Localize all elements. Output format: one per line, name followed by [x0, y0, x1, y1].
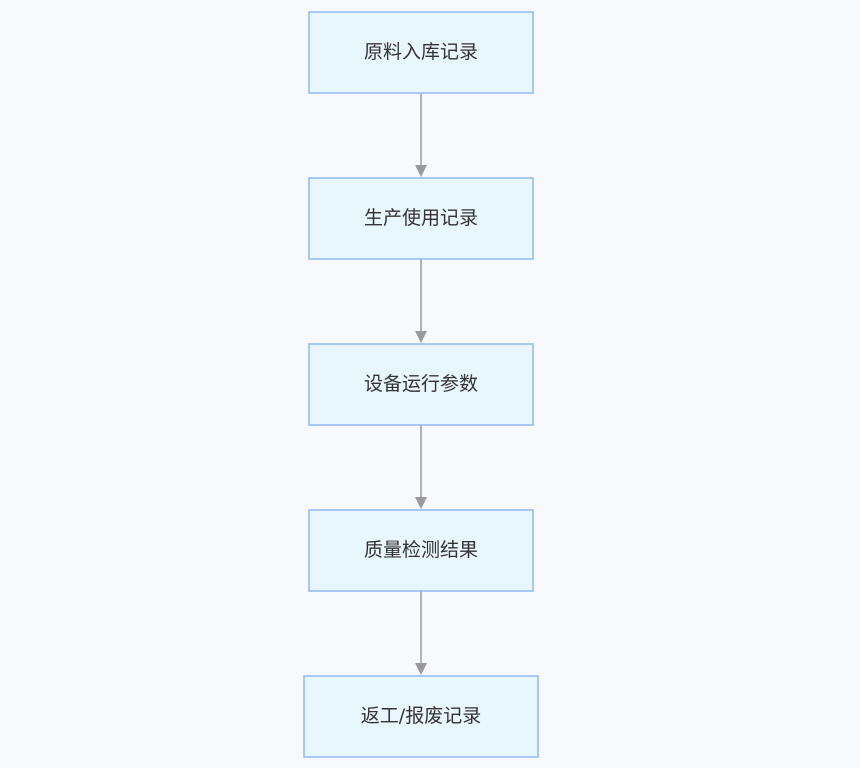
node-production-usage[interactable]: 生产使用记录 [308, 177, 534, 260]
edges [415, 93, 427, 675]
arrowhead-icon [415, 497, 427, 509]
node-label: 设备运行参数 [364, 373, 478, 395]
arrowhead-icon [415, 331, 427, 343]
node-quality-inspection[interactable]: 质量检测结果 [308, 509, 534, 592]
arrowhead-icon [415, 165, 427, 177]
node-label: 生产使用记录 [364, 207, 478, 229]
edge-2 [415, 259, 427, 343]
edge-4 [415, 591, 427, 675]
node-label: 质量检测结果 [364, 539, 478, 561]
edge-3 [415, 425, 427, 509]
node-label: 返工/报废记录 [361, 705, 481, 727]
node-box [308, 343, 534, 426]
node-box [303, 675, 539, 758]
edge-1 [415, 93, 427, 177]
node-label: 原料入库记录 [364, 41, 478, 63]
node-box [308, 177, 534, 260]
arrowhead-icon [415, 663, 427, 675]
node-rework-scrap[interactable]: 返工/报废记录 [303, 675, 539, 758]
node-material-intake[interactable]: 原料入库记录 [308, 11, 534, 94]
node-equipment-params[interactable]: 设备运行参数 [308, 343, 534, 426]
node-box [308, 509, 534, 592]
node-box [308, 11, 534, 94]
